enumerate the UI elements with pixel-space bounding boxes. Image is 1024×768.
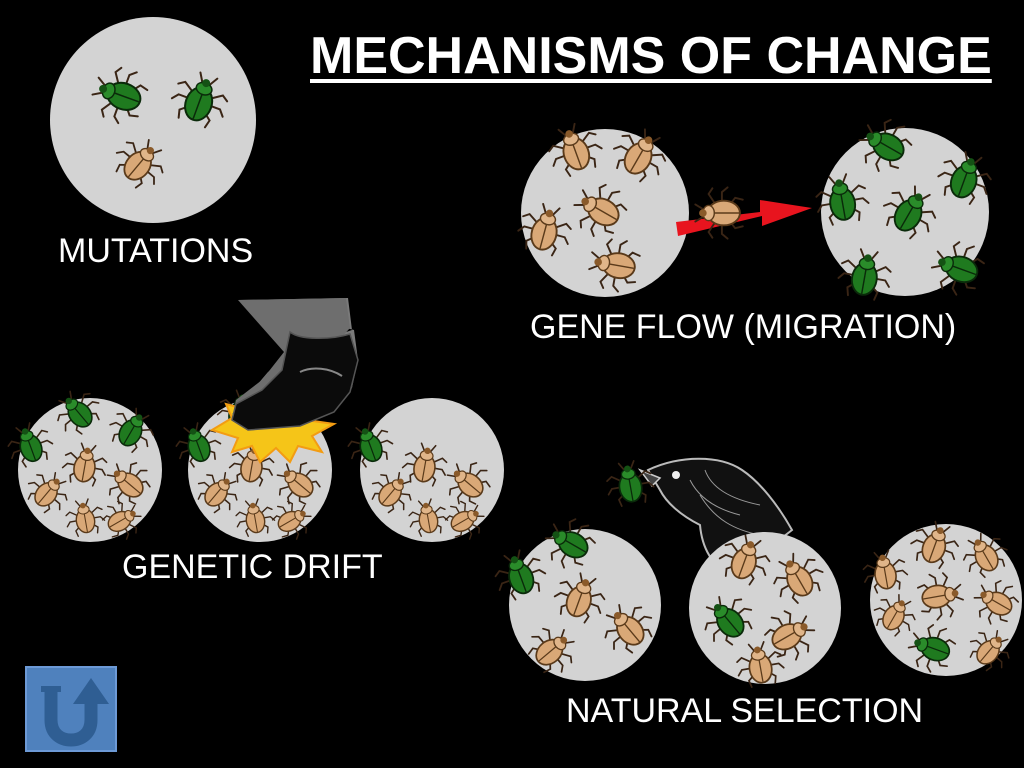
genetic-drift-population-1	[1, 381, 162, 546]
genetic-drift-label: GENETIC DRIFT	[122, 548, 383, 586]
foot-stomp	[209, 298, 359, 464]
back-button[interactable]	[25, 666, 117, 752]
mutations-label: MUTATIONS	[58, 232, 254, 270]
gene-flow-label: GENE FLOW (MIGRATION)	[530, 308, 957, 346]
migration-arrow	[676, 186, 812, 240]
natural-selection-population-3	[859, 515, 1024, 678]
gene-flow-target-population	[811, 109, 999, 303]
mutations-population	[50, 17, 256, 223]
u-turn-arrow-icon	[41, 678, 109, 747]
natural-selection-population-2	[689, 528, 841, 690]
genetic-drift-population-3	[341, 398, 504, 546]
gene-flow-source-population	[513, 117, 689, 297]
natural-selection-label: NATURAL SELECTION	[566, 692, 924, 730]
natural-selection-population-1	[488, 509, 662, 682]
slide-title: MECHANISMS OF CHANGE	[310, 27, 992, 85]
